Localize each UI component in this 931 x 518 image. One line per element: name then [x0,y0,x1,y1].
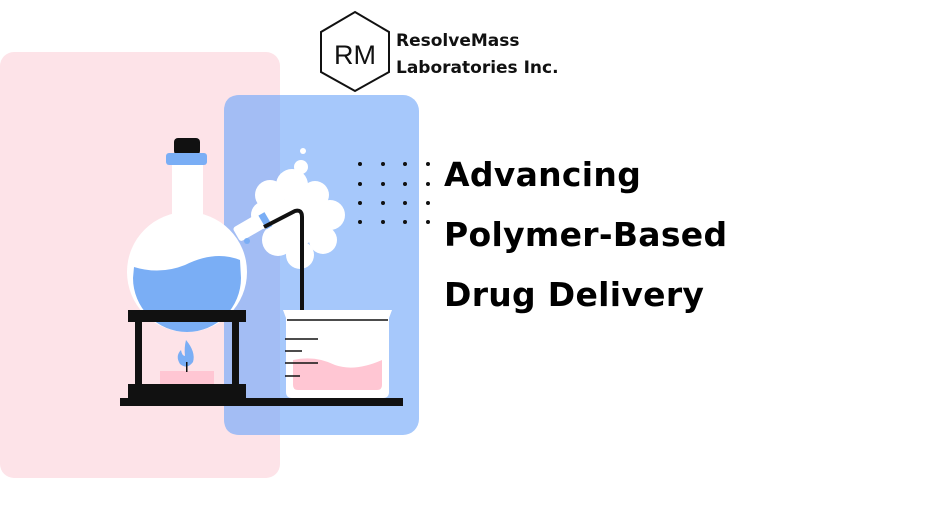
burner-stand-icon [120,310,403,406]
company-name-line2: Laboratories Inc. [396,58,559,78]
flame-icon [177,340,194,367]
logo-hexagon-icon: RM [320,10,390,93]
steam-cloud-icon [251,148,345,269]
company-name-line1: ResolveMass [396,31,520,51]
logo-monogram: RM [334,40,376,70]
headline-line-1: Advancing [444,155,642,194]
candle-icon [160,371,214,384]
company-name: ResolveMass Laboratories Inc. [396,28,559,82]
headline: Advancing Polymer-Based Drug Delivery [444,145,727,325]
dot-grid [358,162,430,224]
beaker-icon [283,310,392,398]
headline-line-2: Polymer-Based [444,215,728,254]
headline-line-3: Drug Delivery [444,275,705,314]
tube-icon [263,208,304,312]
